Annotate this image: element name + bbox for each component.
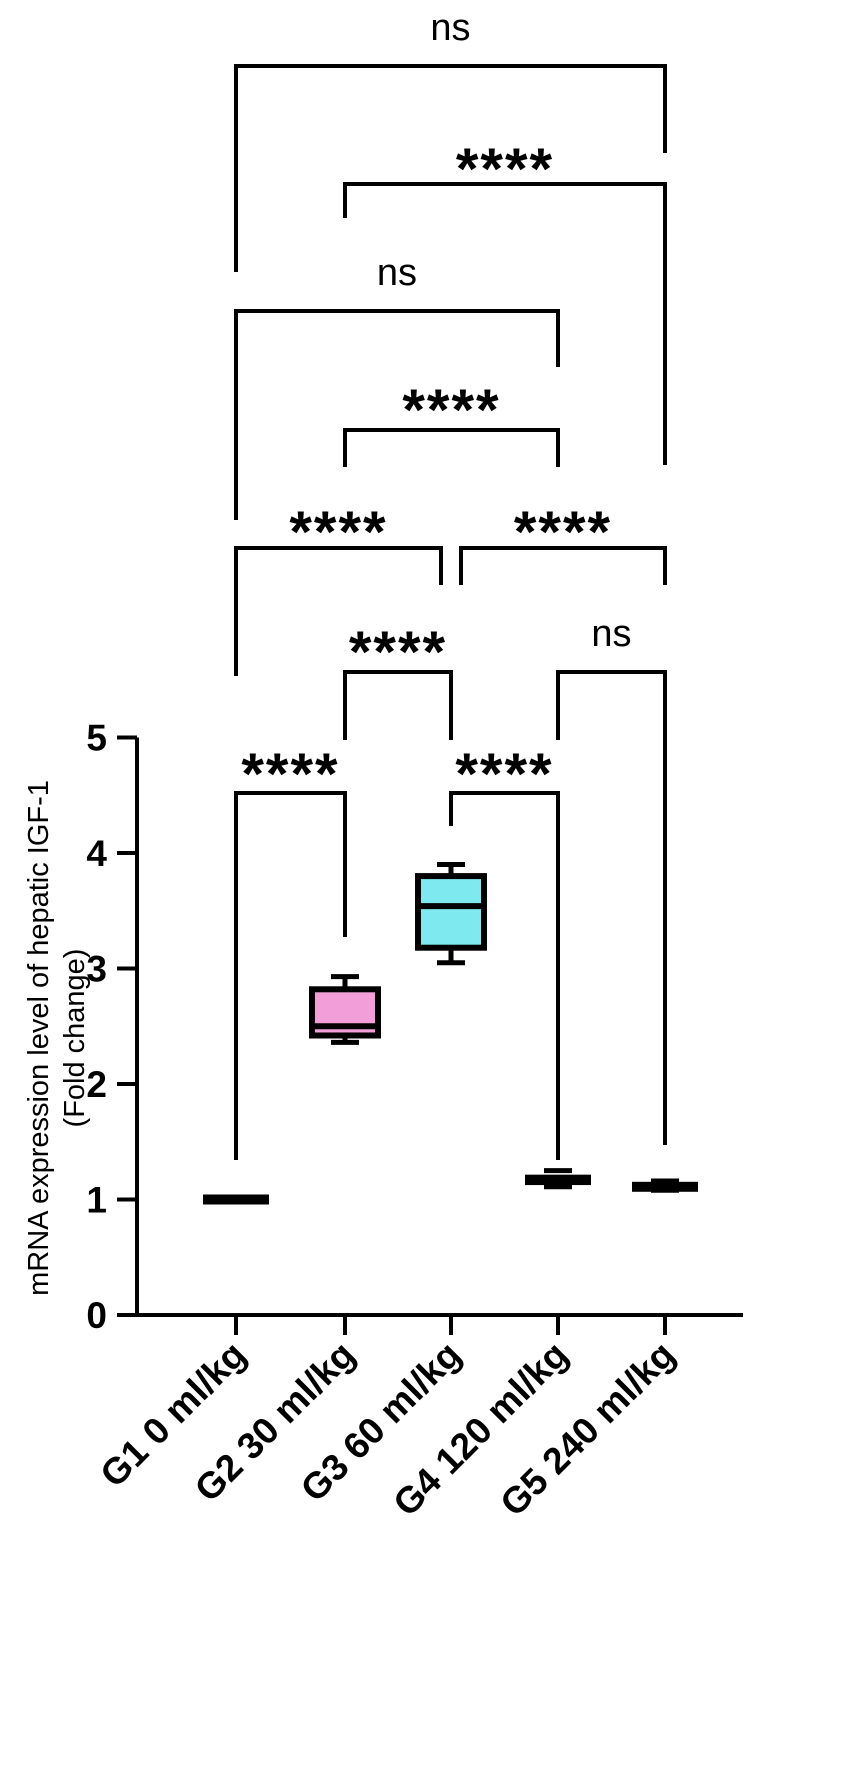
y-axis: 0 1 2 3 4 5: [86, 718, 139, 1336]
bracket-1-2: ****: [234, 742, 347, 1160]
box: [203, 1194, 269, 1205]
bracket-2-4: ****: [343, 378, 560, 467]
y-tick-label: 2: [86, 1064, 107, 1105]
significance-label: ****: [514, 500, 612, 565]
significance-label: ns: [591, 613, 631, 655]
y-tick-label: 4: [86, 833, 107, 874]
bracket-line: [343, 428, 560, 467]
bracket-line: [234, 546, 443, 676]
bracket-1-3: ****: [234, 500, 443, 676]
box: [632, 1181, 698, 1192]
box: [525, 1174, 591, 1186]
bracket-line: [459, 546, 667, 585]
box-group-2: [309, 974, 381, 1045]
bracket-line: [556, 670, 667, 1145]
significance-label: ****: [289, 500, 387, 565]
box-group-3: [415, 862, 487, 966]
significance-label: ns: [430, 7, 470, 49]
bracket-line: [234, 64, 667, 272]
bracket-line: [343, 670, 453, 740]
bracket-line: [234, 309, 560, 520]
bracket-2-5: ****: [343, 137, 667, 465]
box-group-5: [632, 1178, 698, 1193]
box-group-4: [525, 1168, 591, 1190]
y-tick-label: 0: [86, 1295, 107, 1336]
bracket-line: [343, 182, 667, 465]
significance-brackets: ************ns************ns****ns: [234, 7, 667, 1160]
significance-label: ****: [456, 137, 554, 202]
bracket-line: [234, 791, 347, 1160]
bracket-2-3: ****: [343, 620, 453, 740]
significance-label: ****: [241, 742, 339, 807]
bracket-4-5: ns: [556, 613, 667, 1145]
y-axis-label-line2: (Fold change): [59, 949, 91, 1128]
bracket-line: [449, 791, 560, 1160]
y-tick-label: 3: [86, 949, 107, 990]
box-group-1: [203, 1194, 269, 1205]
box: [415, 873, 487, 951]
y-tick-label: 1: [86, 1180, 107, 1221]
bracket-3-4: ****: [449, 742, 560, 1160]
significance-label: ns: [377, 252, 417, 294]
significance-label: ****: [455, 742, 553, 807]
boxes: [203, 862, 698, 1205]
bracket-3-5: ****: [459, 500, 667, 585]
bracket-1-4: ns: [234, 252, 560, 520]
significance-label: ****: [349, 620, 447, 685]
significance-label: ****: [402, 378, 500, 443]
y-axis-label-line1: mRNA expression level of hepatic IGF-1: [23, 780, 55, 1296]
y-tick-label: 5: [86, 718, 107, 759]
bracket-1-5: ns: [234, 7, 667, 272]
